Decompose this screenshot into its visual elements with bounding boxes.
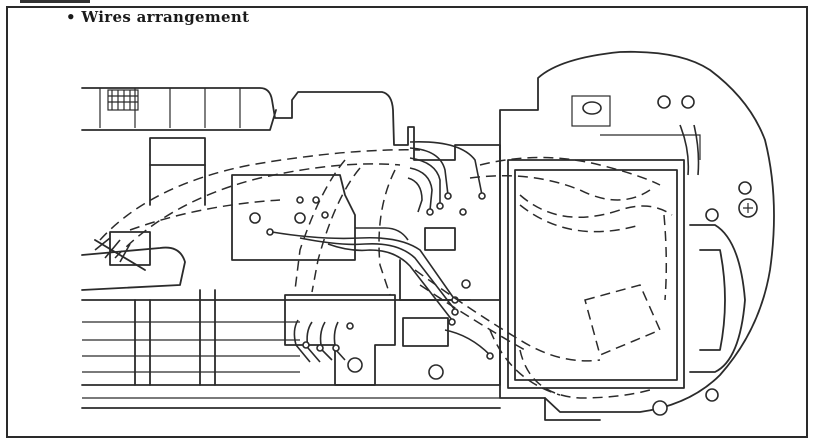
figure-frame: [6, 6, 808, 438]
right-body: [499, 50, 775, 421]
wire-bundles: [94, 124, 700, 363]
wire-terminals: [302, 192, 494, 360]
connector-block: [284, 227, 471, 386]
base-rails: [81, 397, 501, 409]
left-mechanism: [81, 87, 501, 386]
figure-caption: • Wires arrangement: [66, 8, 250, 26]
dashed-wire-routes: [99, 149, 673, 399]
top-rule: [20, 0, 90, 3]
